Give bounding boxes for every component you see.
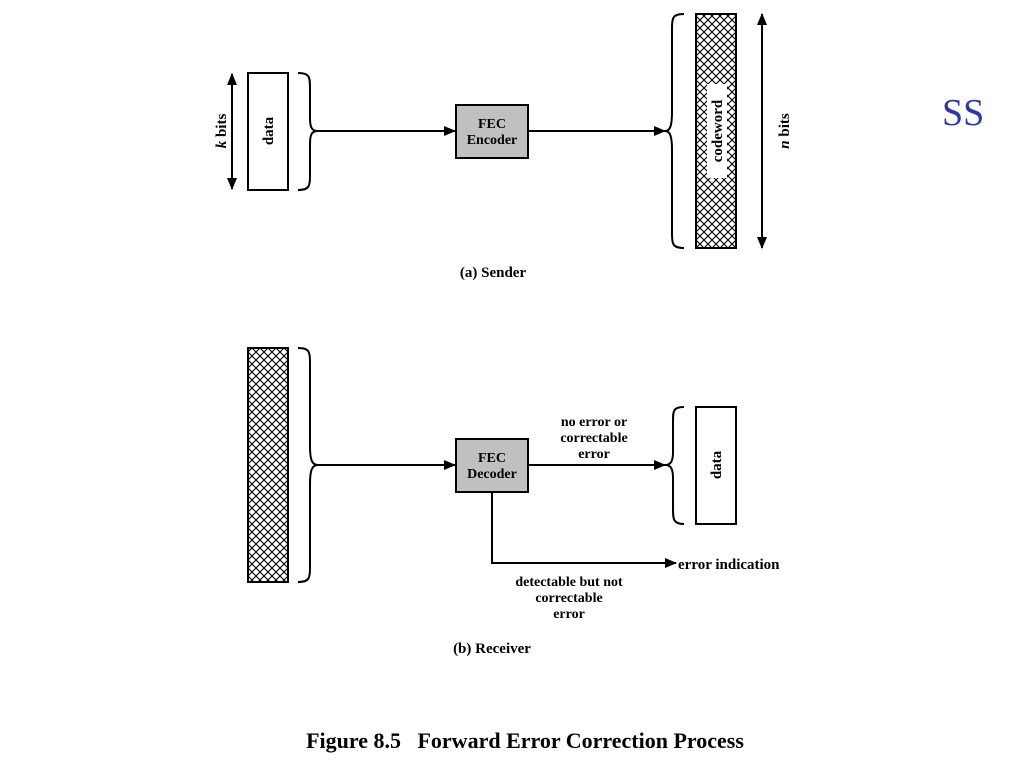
output-data-brace — [664, 406, 685, 525]
error-path-label-line2: correctable — [535, 591, 602, 606]
codeword-brace — [664, 13, 685, 249]
received-codeword-block — [247, 347, 289, 583]
sender-section: k bits data FEC Encoder codeword n bits … — [214, 13, 793, 281]
receiver-data-label: data — [709, 450, 725, 479]
ok-path-label-line1: no error or — [561, 415, 627, 430]
receiver-section: FEC Decoder no error or correctable erro… — [247, 347, 780, 657]
fec-encoder-label-line2: Encoder — [467, 133, 518, 148]
n-bits-label: n bits — [777, 113, 793, 149]
figure-caption: Figure 8.5 Forward Error Correction Proc… — [306, 728, 744, 753]
codeword-label: codeword — [710, 99, 726, 162]
codeword-label-background — [707, 84, 727, 178]
corner-label: SS — [942, 92, 984, 134]
received-brace — [297, 347, 319, 583]
k-bits-label: k bits — [214, 114, 230, 149]
receiver-data-block — [695, 406, 737, 525]
sender-caption: (a) Sender — [460, 265, 527, 281]
sender-data-brace — [297, 72, 319, 191]
sender-data-label: data — [261, 116, 277, 145]
sender-data-block — [247, 72, 289, 191]
receiver-caption: (b) Receiver — [453, 641, 531, 657]
ok-path-label-line2: correctable — [560, 431, 627, 446]
error-path-arrow — [491, 492, 677, 568]
fec-decoder-label-line2: Decoder — [467, 467, 517, 482]
fec-decoder-label-line1: FEC — [478, 451, 506, 466]
error-path-label-line1: detectable but not — [515, 575, 623, 590]
fec-encoder-label-line1: FEC — [478, 117, 506, 132]
error-indication-label: error indication — [678, 557, 780, 573]
error-path-label-line3: error — [553, 607, 585, 622]
ok-path-label-line3: error — [578, 447, 610, 462]
